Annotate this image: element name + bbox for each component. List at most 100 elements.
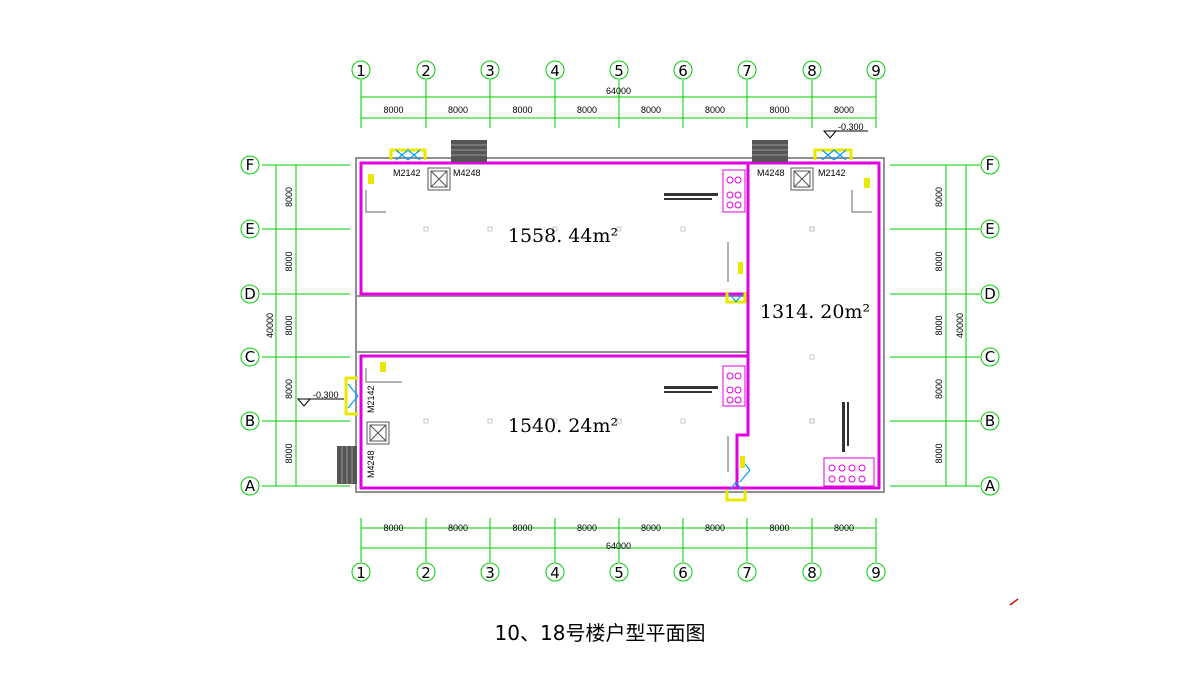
stair-top-right (752, 140, 788, 162)
axis-label-bottom-1: 1 (356, 564, 366, 582)
dim-bay-top-8: 8000 (834, 105, 854, 115)
axis-bubble-bottom-8 (802, 562, 822, 582)
dim-bay-bottom-8: 8000 (834, 523, 854, 533)
axis-bubble-top-5 (609, 60, 629, 80)
area-label-right: 1314. 20m² (760, 301, 870, 323)
stair-bottom-left (337, 446, 357, 484)
column-marker (552, 418, 558, 424)
door-label-m2142-top: M2142 (393, 168, 421, 178)
column-marker (616, 418, 622, 424)
dim-bay-bottom-2: 8000 (448, 523, 468, 533)
column-marker (423, 418, 429, 424)
building-walls (296, 130, 885, 502)
axis-bubble-right-D (980, 284, 1000, 304)
door-label-m4248-left: M4248 (366, 450, 376, 478)
column-marker (809, 226, 815, 232)
yellow-markers (368, 174, 870, 468)
axis-label-top-5: 5 (614, 62, 624, 80)
axis-label-right-D: D (984, 285, 996, 303)
axis-label-left-A: A (245, 477, 256, 495)
axis-bubble-right-A (980, 476, 1000, 496)
axis-label-top-4: 4 (550, 62, 560, 80)
axis-bubble-left-D (240, 284, 260, 304)
axis-bubble-top-8 (802, 60, 822, 80)
dim-row-left-4: 8000 (284, 379, 294, 399)
axis-bubble-left-C (240, 347, 260, 367)
axis-label-bottom-2: 2 (421, 564, 431, 582)
axis-label-top-9: 9 (871, 62, 881, 80)
axis-label-right-A: A (985, 477, 996, 495)
axis-bubble-right-B (980, 411, 1000, 431)
dim-total-bottom: 64000 (606, 541, 631, 551)
axis-label-bottom-4: 4 (550, 564, 560, 582)
column-marker (809, 418, 815, 424)
column-marker (809, 226, 815, 232)
dim-total-right: 40000 (955, 313, 965, 338)
dim-bay-top-6: 8000 (705, 105, 725, 115)
dim-row-right-2: 8000 (934, 251, 944, 271)
door-label-m4248-right: M4248 (757, 168, 785, 178)
axis-label-left-F: F (246, 156, 255, 174)
axis-bubble-bottom-5 (609, 562, 629, 582)
axis-bubble-right-C (980, 347, 1000, 367)
column-marker (809, 354, 815, 360)
axis-bubble-bottom-3 (480, 562, 500, 582)
axis-bubble-right-E (980, 219, 1000, 239)
axis-bubble-right-F (980, 155, 1000, 175)
axis-label-left-B: B (245, 412, 255, 430)
door-label-m2142-left: M2142 (366, 385, 376, 413)
axis-bubble-bottom-1 (351, 562, 371, 582)
axis-bubble-top-2 (416, 60, 436, 80)
axis-label-top-2: 2 (421, 62, 431, 80)
axis-label-bottom-6: 6 (678, 564, 688, 582)
restroom-fixtures (722, 169, 875, 487)
axis-label-left-C: C (245, 348, 255, 366)
elevator-top-left (427, 167, 451, 191)
elevator-top-right (790, 167, 814, 191)
dim-row-left-3: 8000 (284, 315, 294, 335)
axis-bubble-left-E (240, 219, 260, 239)
axis-bubble-top-3 (480, 60, 500, 80)
dim-bay-top-4: 8000 (577, 105, 597, 115)
dim-bay-bottom-3: 8000 (512, 523, 532, 533)
axis-label-right-F: F (986, 156, 995, 174)
door-swings (347, 149, 847, 491)
stair-top-left (451, 140, 487, 162)
door-label-m2142-right: M2142 (818, 168, 846, 178)
axis-bubble-left-B (240, 411, 260, 431)
axis-label-bottom-9: 9 (871, 564, 881, 582)
axis-label-bottom-5: 5 (614, 564, 624, 582)
dim-total-left: 40000 (265, 313, 275, 338)
axis-label-left-E: E (245, 220, 254, 238)
axis-label-top-6: 6 (678, 62, 688, 80)
axis-bubble-bottom-2 (416, 562, 436, 582)
column-marker (423, 226, 429, 232)
dim-total-top: 64000 (606, 86, 631, 96)
column-marker (616, 226, 622, 232)
dim-bay-top-2: 8000 (448, 105, 468, 115)
axis-label-top-7: 7 (742, 62, 752, 80)
column-marker (680, 418, 686, 424)
column-marker (680, 226, 686, 232)
axis-label-left-D: D (244, 285, 256, 303)
axis-label-bottom-7: 7 (742, 564, 752, 582)
red-mark (1009, 598, 1019, 606)
dim-bay-top-1: 8000 (383, 105, 403, 115)
dim-bay-top-7: 8000 (769, 105, 789, 115)
axis-bubble-bottom-6 (673, 562, 693, 582)
dim-row-right-4: 8000 (934, 379, 944, 399)
axis-bubble-bottom-4 (545, 562, 565, 582)
dim-bay-bottom-1: 8000 (383, 523, 403, 533)
dim-row-left-1: 8000 (284, 187, 294, 207)
area-label-top-left: 1558. 44m² (508, 225, 618, 247)
axis-label-bottom-3: 3 (485, 564, 495, 582)
dim-row-right-5: 8000 (934, 443, 944, 463)
axis-bubble-left-A (240, 476, 260, 496)
grid-lines: 1122334455667788996400064000800080008000… (240, 60, 1000, 582)
axis-label-right-C: C (985, 348, 995, 366)
dim-row-right-3: 8000 (934, 315, 944, 335)
dim-row-left-5: 8000 (284, 443, 294, 463)
axis-bubble-top-9 (866, 60, 886, 80)
room-right (735, 161, 881, 490)
dim-row-left-2: 8000 (284, 251, 294, 271)
